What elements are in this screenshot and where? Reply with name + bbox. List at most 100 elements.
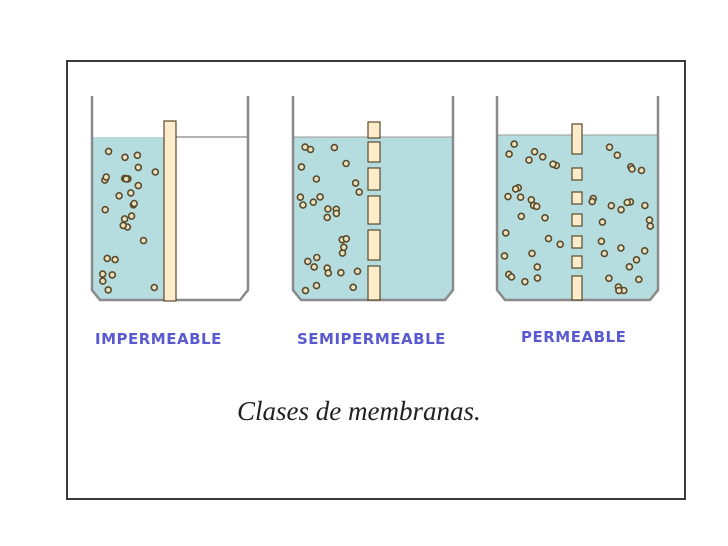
particle bbox=[115, 192, 123, 200]
particle bbox=[532, 202, 541, 211]
particles-left bbox=[98, 147, 160, 294]
particle bbox=[516, 193, 525, 201]
particle bbox=[511, 185, 520, 193]
particle bbox=[500, 252, 509, 260]
particles-both bbox=[500, 140, 655, 295]
particle bbox=[127, 212, 136, 220]
beaker-semipermeable bbox=[291, 96, 455, 302]
particle bbox=[634, 275, 643, 284]
particle bbox=[641, 201, 649, 210]
particle bbox=[504, 192, 512, 201]
particle bbox=[549, 160, 557, 168]
label-permeable: PERMEABLE bbox=[521, 328, 627, 346]
particle bbox=[605, 143, 614, 151]
membrane-solid bbox=[163, 120, 177, 302]
particle bbox=[301, 143, 309, 151]
particle bbox=[324, 205, 332, 213]
particle bbox=[617, 205, 625, 214]
label-semipermeable: SEMIPERMEABLE bbox=[297, 330, 446, 348]
particle bbox=[615, 286, 623, 295]
particle bbox=[312, 175, 321, 183]
particle bbox=[133, 151, 142, 160]
particle bbox=[646, 222, 655, 230]
membrane-porous bbox=[571, 123, 583, 301]
particle bbox=[151, 168, 160, 176]
particle bbox=[541, 214, 549, 222]
particle bbox=[353, 267, 362, 276]
particle bbox=[342, 235, 351, 243]
particle bbox=[324, 269, 333, 277]
particle bbox=[556, 240, 565, 249]
particle bbox=[645, 216, 654, 224]
particle bbox=[342, 159, 350, 168]
particle bbox=[139, 236, 148, 245]
particle bbox=[533, 263, 542, 271]
particle bbox=[597, 237, 606, 246]
beaker-impermeable bbox=[90, 96, 250, 302]
particle bbox=[332, 209, 341, 218]
particle bbox=[605, 274, 613, 283]
particle bbox=[121, 153, 129, 162]
particle bbox=[98, 270, 107, 278]
particle bbox=[103, 254, 111, 263]
particle bbox=[309, 198, 318, 206]
particle bbox=[104, 286, 112, 294]
particle bbox=[588, 197, 597, 206]
diagram-frame bbox=[66, 60, 686, 500]
particle bbox=[349, 283, 358, 292]
particle bbox=[316, 193, 324, 201]
particle bbox=[312, 253, 321, 262]
particle bbox=[628, 165, 636, 173]
particle bbox=[119, 221, 127, 230]
particle bbox=[330, 143, 339, 152]
particle bbox=[323, 213, 332, 222]
particle bbox=[99, 277, 107, 285]
particle bbox=[617, 244, 625, 252]
particle bbox=[310, 263, 319, 271]
particle bbox=[351, 179, 360, 187]
particle bbox=[530, 147, 539, 156]
particle bbox=[544, 234, 553, 243]
particle bbox=[339, 243, 348, 252]
particle bbox=[130, 199, 138, 208]
particle bbox=[127, 189, 135, 197]
particle bbox=[108, 271, 117, 279]
particle bbox=[337, 268, 345, 277]
particle bbox=[607, 201, 616, 210]
particle bbox=[312, 281, 321, 290]
particles-left bbox=[296, 143, 364, 295]
particle bbox=[102, 173, 110, 181]
particle bbox=[122, 175, 130, 183]
particle bbox=[613, 151, 622, 159]
particle bbox=[632, 255, 641, 264]
particle bbox=[505, 150, 513, 158]
particle bbox=[600, 249, 609, 258]
particle bbox=[637, 166, 646, 175]
particle bbox=[525, 156, 533, 164]
particle bbox=[521, 277, 529, 286]
particle bbox=[501, 229, 510, 237]
particle bbox=[528, 249, 536, 258]
particle bbox=[538, 153, 547, 161]
particle bbox=[120, 215, 129, 223]
particle bbox=[510, 140, 519, 148]
particle bbox=[104, 147, 113, 156]
particle bbox=[297, 163, 306, 171]
particle bbox=[507, 273, 516, 281]
particle bbox=[150, 283, 159, 292]
particle bbox=[111, 255, 119, 264]
particle bbox=[101, 205, 109, 214]
particle bbox=[134, 163, 143, 172]
particle bbox=[517, 212, 526, 221]
membrane-segmented bbox=[367, 121, 381, 301]
particle bbox=[134, 181, 143, 190]
particle bbox=[355, 188, 364, 196]
particle bbox=[533, 274, 542, 282]
particle bbox=[640, 247, 649, 255]
label-impermeable: IMPERMEABLE bbox=[95, 330, 222, 348]
particle bbox=[623, 198, 632, 207]
particle bbox=[303, 257, 312, 266]
particle bbox=[299, 201, 307, 209]
particle bbox=[296, 193, 305, 201]
